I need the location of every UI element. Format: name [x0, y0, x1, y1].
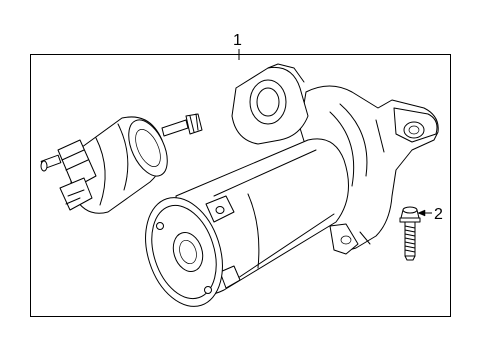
callout-2-arrowhead: [417, 209, 426, 217]
solenoid: [40, 113, 203, 214]
callout-2-label: 2: [434, 206, 443, 223]
assembly-frame: [30, 54, 451, 317]
mounting-bolt: [399, 206, 421, 261]
starter-motor: [145, 63, 439, 307]
callout-1-label: 1: [233, 32, 242, 49]
